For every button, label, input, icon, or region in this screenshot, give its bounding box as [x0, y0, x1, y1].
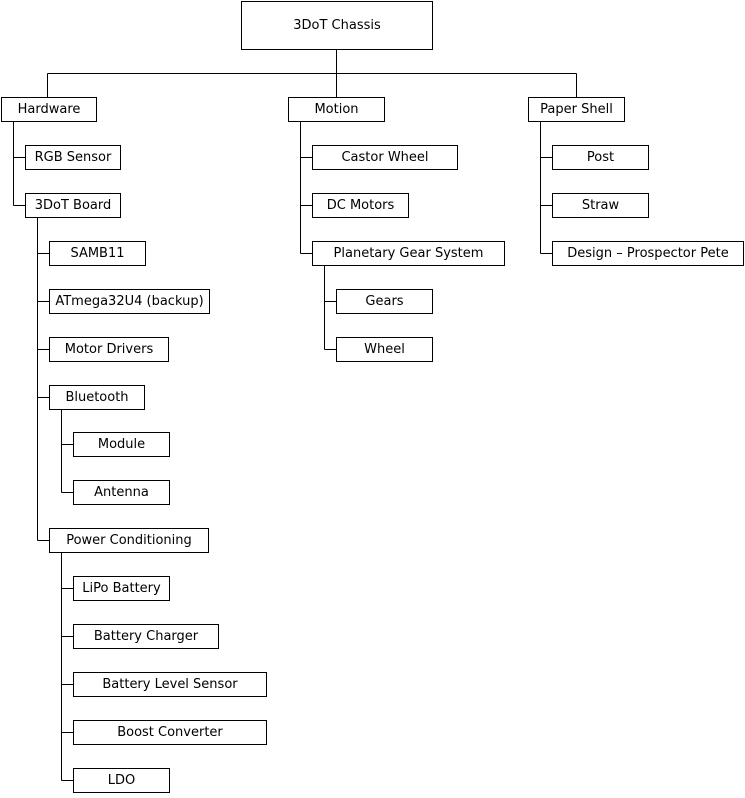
- node-design-prospector-pete: Design – Prospector Pete: [552, 241, 744, 266]
- node-3dot-board: 3DoT Board: [25, 193, 121, 218]
- node-3dot-chassis: 3DoT Chassis: [241, 1, 433, 50]
- node-motion: Motion: [288, 97, 385, 122]
- node-motor-drivers: Motor Drivers: [49, 337, 169, 362]
- node-boost-converter: Boost Converter: [73, 720, 267, 745]
- node-lipo-battery: LiPo Battery: [73, 576, 170, 601]
- node-bluetooth: Bluetooth: [49, 385, 145, 410]
- node-planetary-gear-system: Planetary Gear System: [312, 241, 505, 266]
- node-paper-shell: Paper Shell: [528, 97, 625, 122]
- node-rgb-sensor: RGB Sensor: [25, 145, 121, 170]
- node-battery-level-sensor: Battery Level Sensor: [73, 672, 267, 697]
- node-straw: Straw: [552, 193, 649, 218]
- node-ldo: LDO: [73, 768, 170, 793]
- node-wheel: Wheel: [336, 337, 433, 362]
- node-power-conditioning: Power Conditioning: [49, 528, 209, 553]
- node-gears: Gears: [336, 289, 433, 314]
- node-module: Module: [73, 432, 170, 457]
- node-hardware: Hardware: [1, 97, 97, 122]
- node-samb11: SAMB11: [49, 241, 146, 266]
- node-dc-motors: DC Motors: [312, 193, 409, 218]
- node-battery-charger: Battery Charger: [73, 624, 219, 649]
- node-post: Post: [552, 145, 649, 170]
- node-atmega32u4: ATmega32U4 (backup): [49, 289, 210, 314]
- node-antenna: Antenna: [73, 480, 170, 505]
- node-castor-wheel: Castor Wheel: [312, 145, 458, 170]
